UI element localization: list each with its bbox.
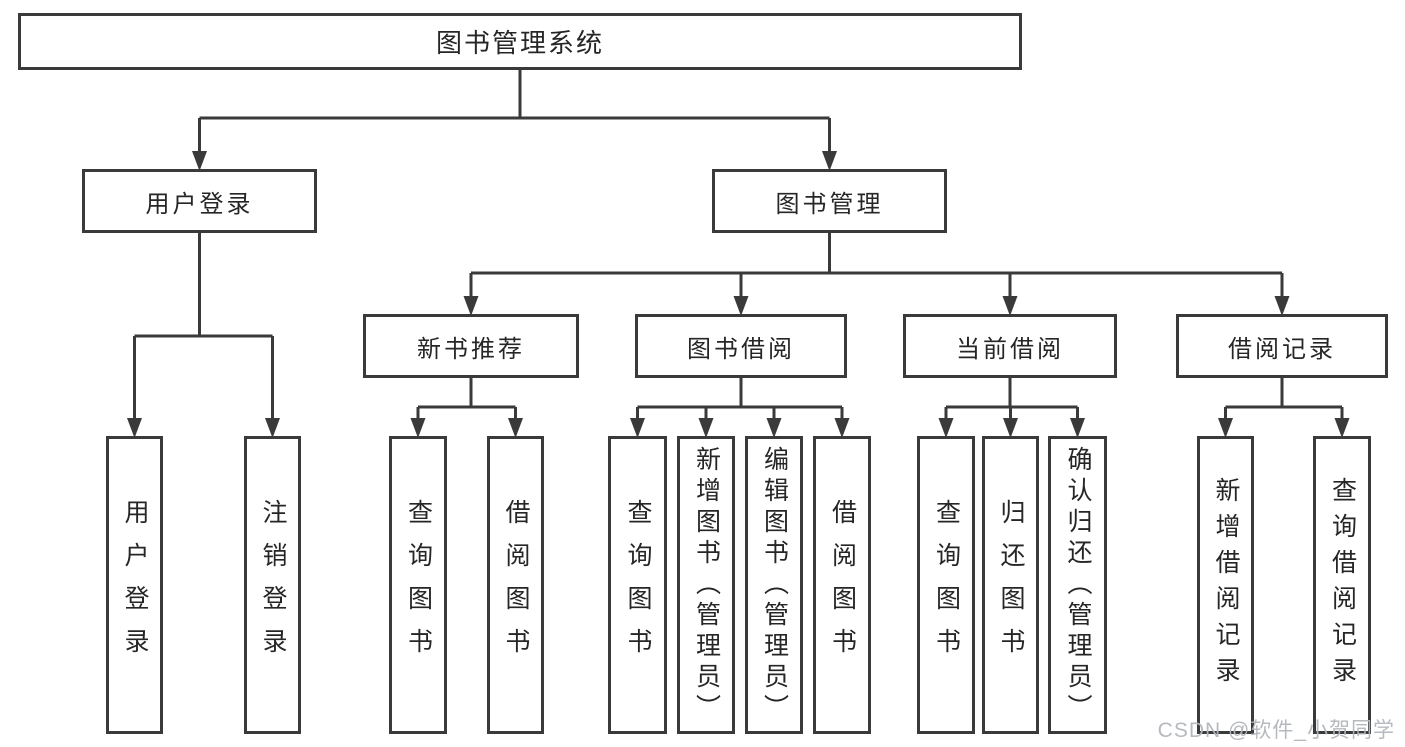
node-label: 归还图书 [997,499,1025,671]
node-leaf-rec-query: 查询图书 [389,436,447,734]
node-label: 借阅图书 [828,499,857,671]
node-leaf-bb-query: 查询图书 [608,436,667,734]
node-label: 图书管理 [775,190,884,218]
node-leaf-bb-add: 新增图书（管理员） [677,436,735,734]
node-label: 编辑图书（管理员） [760,445,789,725]
node-label: 查询图书 [404,499,433,671]
node-root: 图书管理系统 [18,13,1022,70]
node-leaf-br-add: 新增借阅记录 [1197,436,1254,734]
node-label: 用户登录 [145,190,254,218]
node-leaf-logout: 注销登录 [244,436,301,734]
node-label: 图书借阅 [687,335,795,363]
node-leaf-user-login: 用户登录 [106,436,163,734]
node-leaf-bb-edit: 编辑图书（管理员） [745,436,803,734]
node-user-login: 用户登录 [82,169,317,233]
watermark: CSDN @软件_小贺同学 [1157,719,1395,742]
node-leaf-bb-borrow: 借阅图书 [813,436,871,734]
node-leaf-cb-confirm: 确认归还（管理员） [1048,436,1107,734]
node-label: 新增借阅记录 [1212,477,1240,693]
node-leaf-cb-query: 查询图书 [917,436,975,734]
node-label: 注销登录 [259,499,287,671]
node-label: 查询图书 [932,499,961,671]
node-label: 查询图书 [624,499,652,671]
node-label: 当前借阅 [956,335,1064,363]
node-label: 用户登录 [121,499,149,671]
node-new-book-rec: 新书推荐 [363,314,579,378]
node-label: 查询借阅记录 [1328,477,1357,693]
node-leaf-rec-borrow: 借阅图书 [487,436,544,734]
node-book-borrow: 图书借阅 [635,314,847,378]
node-book-mgmt: 图书管理 [712,169,947,233]
node-label: 新书推荐 [417,335,525,363]
node-label: 图书管理系统 [435,28,604,58]
node-leaf-cb-return: 归还图书 [982,436,1039,734]
node-label: 借阅图书 [502,499,530,671]
node-borrow-records: 借阅记录 [1176,314,1388,378]
node-label: 新增图书（管理员） [692,445,721,725]
node-current-borrow: 当前借阅 [903,314,1117,378]
node-label: 借阅记录 [1228,335,1336,363]
node-label: 确认归还（管理员） [1064,445,1092,725]
node-leaf-br-query: 查询借阅记录 [1313,436,1371,734]
